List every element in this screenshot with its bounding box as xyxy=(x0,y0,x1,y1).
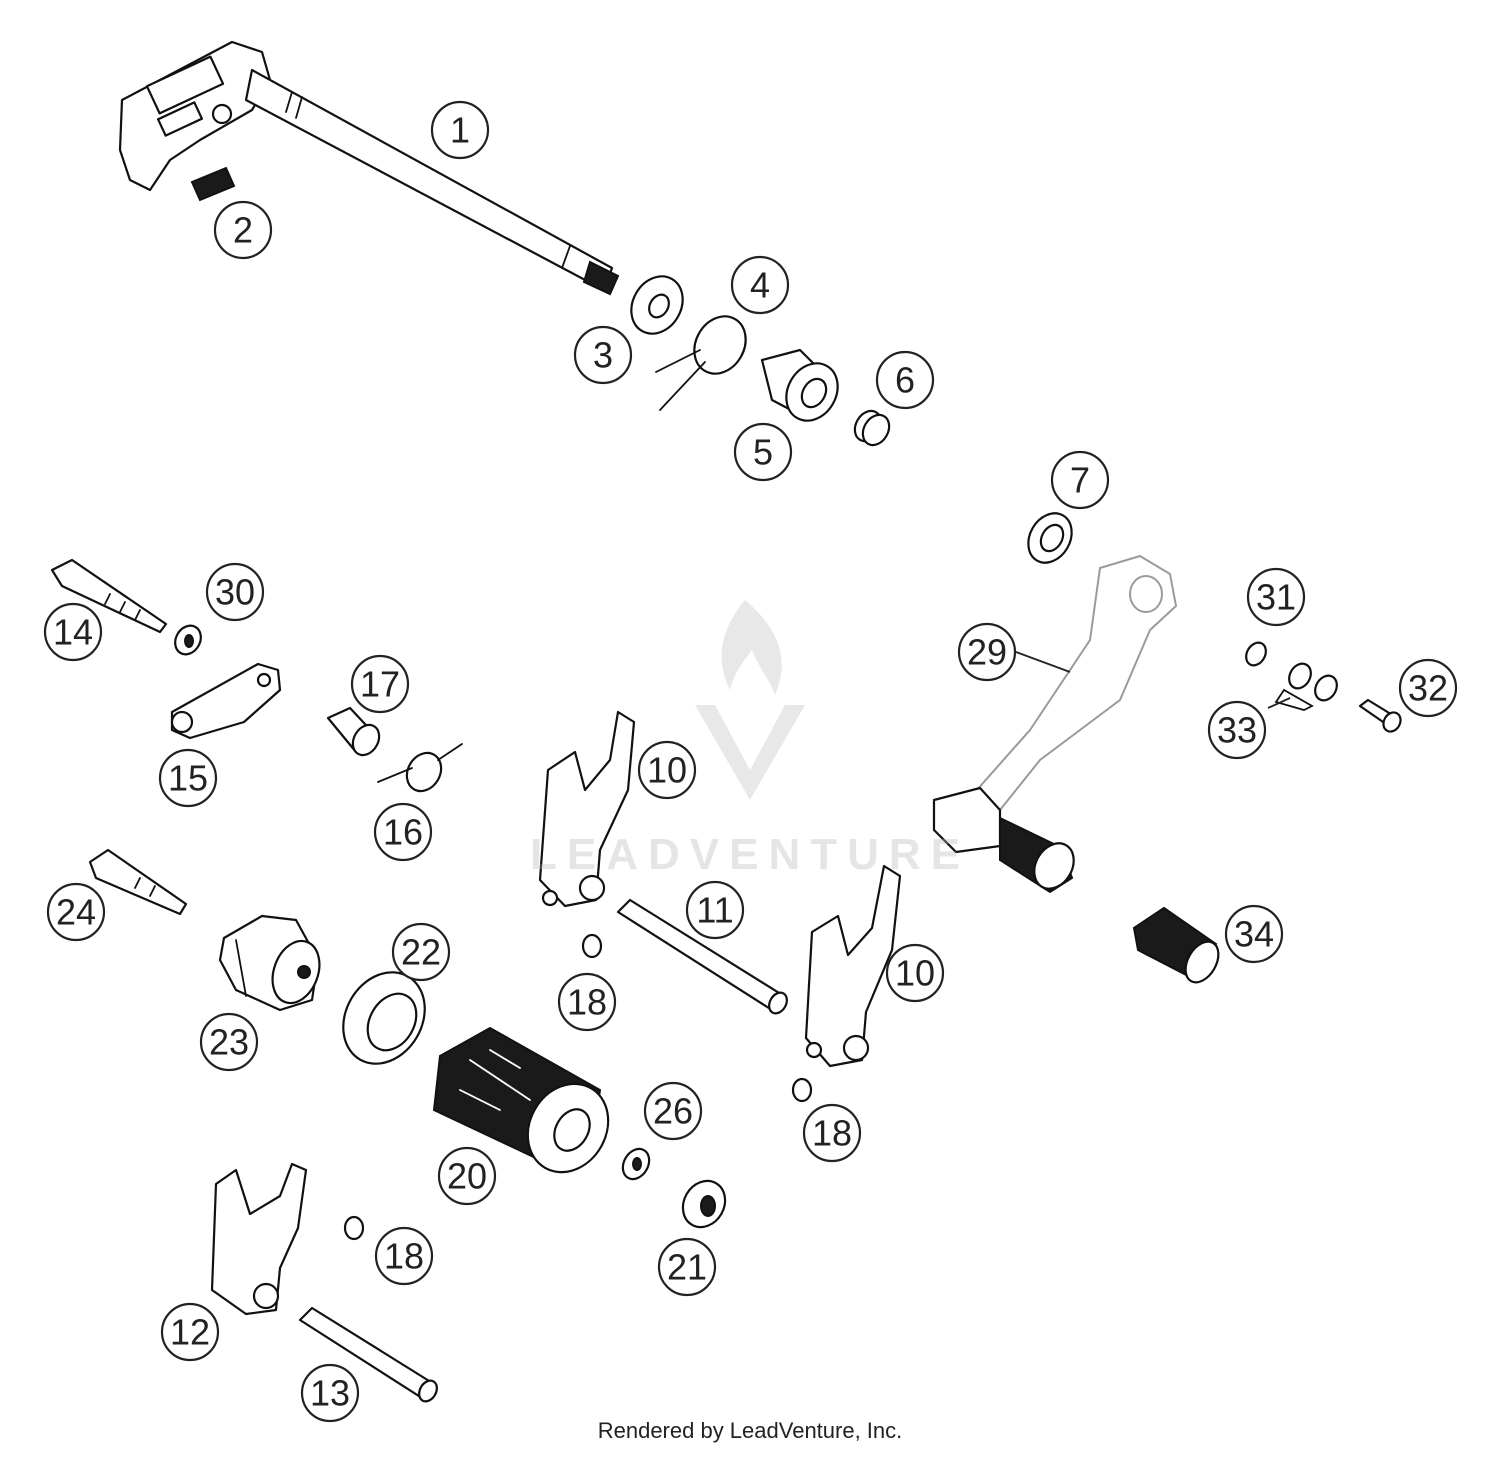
part-26-washer xyxy=(621,1147,651,1181)
part-31-washer xyxy=(1245,641,1267,667)
callout-1: 1 xyxy=(430,100,490,160)
part-17-roller xyxy=(326,706,381,757)
part-14-bolt xyxy=(50,558,168,634)
part-29-shift-lever xyxy=(932,554,1178,894)
svg-text:34: 34 xyxy=(1234,914,1274,955)
part-23-shift-drum-locator xyxy=(218,914,321,1012)
callout-10-lower: 10 xyxy=(885,943,945,1003)
callout-11: 11 xyxy=(685,880,745,940)
part-3-washer xyxy=(630,275,684,335)
part-1-shift-shaft xyxy=(118,40,620,296)
callout-34: 34 xyxy=(1224,904,1284,964)
svg-text:18: 18 xyxy=(567,982,607,1023)
callout-13: 13 xyxy=(300,1363,360,1423)
callout-12: 12 xyxy=(160,1302,220,1362)
part-10-shift-fork-upper xyxy=(538,710,636,908)
callout-18-c: 18 xyxy=(374,1226,434,1286)
callout-17: 17 xyxy=(350,654,410,714)
callout-16: 16 xyxy=(373,802,433,862)
svg-text:1: 1 xyxy=(450,110,470,151)
svg-text:17: 17 xyxy=(360,664,400,705)
svg-text:24: 24 xyxy=(56,892,96,933)
part-2-spring xyxy=(190,166,236,202)
svg-text:6: 6 xyxy=(895,360,915,401)
svg-text:12: 12 xyxy=(170,1312,210,1353)
part-21-bearing xyxy=(681,1179,727,1229)
part-20-shift-drum xyxy=(432,1026,610,1174)
svg-text:18: 18 xyxy=(384,1236,424,1277)
callout-32: 32 xyxy=(1398,658,1458,718)
part-11-fork-rail xyxy=(616,898,788,1015)
part-6-spring xyxy=(853,409,891,447)
svg-text:31: 31 xyxy=(1256,577,1296,618)
callout-10-upper: 10 xyxy=(637,740,697,800)
callout-18-a: 18 xyxy=(557,972,617,1032)
part-18-pin-b xyxy=(791,1077,813,1103)
svg-text:11: 11 xyxy=(696,890,733,931)
part-32-screw xyxy=(1358,698,1402,733)
part-15-lever xyxy=(170,662,282,740)
part-34-rubber xyxy=(1132,906,1220,984)
svg-text:7: 7 xyxy=(1070,460,1090,501)
svg-text:26: 26 xyxy=(653,1091,693,1132)
callout-2: 2 xyxy=(213,200,273,260)
svg-text:30: 30 xyxy=(215,572,255,613)
part-12-shift-fork xyxy=(210,1162,308,1316)
part-10-shift-fork-lower xyxy=(804,864,902,1068)
svg-text:10: 10 xyxy=(647,750,687,791)
svg-text:18: 18 xyxy=(812,1113,852,1154)
callout-33: 33 xyxy=(1207,700,1267,760)
svg-text:22: 22 xyxy=(401,932,441,973)
callout-18-b: 18 xyxy=(802,1103,862,1163)
callout-22: 22 xyxy=(391,922,451,982)
svg-text:2: 2 xyxy=(233,210,253,251)
leader-lines xyxy=(1015,651,1291,709)
svg-text:15: 15 xyxy=(168,758,208,799)
svg-text:20: 20 xyxy=(447,1156,487,1197)
svg-text:33: 33 xyxy=(1217,710,1257,751)
callout-14: 14 xyxy=(43,602,103,662)
callout-21: 21 xyxy=(657,1237,717,1297)
callout-26: 26 xyxy=(643,1081,703,1141)
callout-7: 7 xyxy=(1050,450,1110,510)
part-4-return-spring xyxy=(655,315,747,411)
callout-20: 20 xyxy=(437,1146,497,1206)
part-5-bushing xyxy=(760,348,839,422)
callout-23: 23 xyxy=(199,1012,259,1072)
callout-30: 30 xyxy=(205,562,265,622)
part-33-nut-pair xyxy=(1274,662,1338,711)
svg-text:29: 29 xyxy=(967,632,1007,673)
svg-text:13: 13 xyxy=(310,1373,350,1414)
svg-text:5: 5 xyxy=(753,432,773,473)
part-16-spring xyxy=(377,743,463,793)
part-7-seal xyxy=(1027,512,1073,564)
svg-text:23: 23 xyxy=(209,1022,249,1063)
svg-text:4: 4 xyxy=(750,265,770,306)
callout-4: 4 xyxy=(730,255,790,315)
part-13-fork-rail xyxy=(298,1306,438,1403)
svg-text:14: 14 xyxy=(53,612,93,653)
callout-5: 5 xyxy=(733,422,793,482)
footer-credit: Rendered by LeadVenture, Inc. xyxy=(597,1418,903,1443)
callout-15: 15 xyxy=(158,748,218,808)
callout-31: 31 xyxy=(1246,567,1306,627)
callout-6: 6 xyxy=(875,350,935,410)
callout-24: 24 xyxy=(46,882,106,942)
svg-text:32: 32 xyxy=(1408,668,1448,709)
part-24-bolt xyxy=(88,848,188,916)
svg-text:3: 3 xyxy=(593,335,613,376)
svg-text:10: 10 xyxy=(895,953,935,994)
callout-3: 3 xyxy=(573,325,633,385)
callout-29: 29 xyxy=(957,622,1017,682)
svg-text:21: 21 xyxy=(667,1247,707,1288)
svg-text:16: 16 xyxy=(383,812,423,853)
part-18-pin-a xyxy=(581,933,603,959)
part-30-washer xyxy=(174,624,202,656)
part-18-pin-c xyxy=(343,1215,365,1241)
